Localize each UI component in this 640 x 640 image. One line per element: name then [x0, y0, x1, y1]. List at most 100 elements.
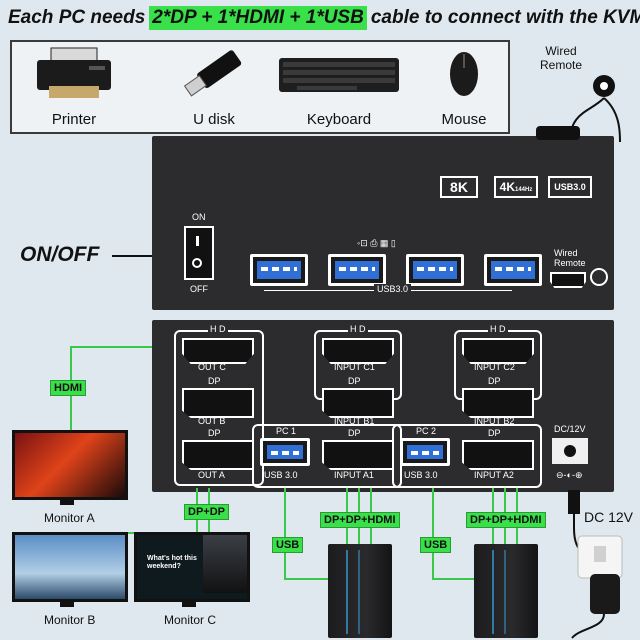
usb-pc2[interactable]	[400, 438, 450, 466]
hdmi-input-c2[interactable]	[462, 338, 534, 364]
power-adapter-icon	[568, 490, 623, 639]
badge-4k-text: 4K	[499, 180, 515, 194]
peripheral-label: Printer	[51, 111, 97, 128]
badge-usb30: USB3.0	[548, 176, 592, 198]
hdmi-input-c1[interactable]	[322, 338, 394, 364]
peripheral-label: U disk	[193, 111, 235, 128]
usb-port-3[interactable]	[406, 254, 464, 286]
input-a1-label: INPUT A1	[334, 470, 374, 480]
wired-remote-label: Wired Remote	[540, 44, 582, 72]
usb-line-pc1-h	[284, 578, 334, 580]
peripheral-u-disk: U disk	[162, 46, 266, 128]
monitor-c-stand	[182, 599, 196, 607]
monitor-c-label: Monitor C	[164, 613, 217, 627]
wired-remote-label-line1: Wired	[545, 44, 577, 58]
device-remote-line1: Wired	[554, 248, 578, 258]
dp-input-a1[interactable]	[322, 440, 394, 470]
dp-input-a2[interactable]	[462, 440, 534, 470]
pc2-group	[392, 424, 542, 488]
power-off-label: OFF	[190, 284, 208, 294]
input-b2-label: INPUT B2	[474, 416, 515, 426]
dp-label-b1: DP	[348, 376, 361, 386]
pc1-tower	[328, 544, 392, 638]
monitor-a-screen	[12, 430, 128, 500]
monitor-c-line1: What's hot this	[147, 555, 197, 562]
keyboard-icon	[279, 58, 399, 92]
out-b-label: OUT B	[198, 416, 226, 426]
usb-device-glyphs: ◦⊡ ⎙ ▦ ▯	[357, 238, 396, 248]
monitor-a-stand	[60, 497, 74, 505]
monitor-b-label: Monitor B	[44, 613, 96, 627]
usb30-pc1-label: USB 3.0	[264, 470, 298, 480]
usb-port-2[interactable]	[328, 254, 386, 286]
pc2-label: PC 2	[416, 426, 437, 436]
printer-icon	[37, 47, 111, 98]
dp-input-b1[interactable]	[322, 388, 394, 418]
dc-jack[interactable]	[552, 438, 588, 464]
out-a-label: OUT A	[198, 470, 225, 480]
hdmi-out-c[interactable]	[182, 338, 254, 364]
input-c1-label: INPUT C1	[334, 362, 375, 372]
dp-label-a1: DP	[348, 428, 361, 438]
headline-suffix: cable to connect with the KVM	[370, 7, 640, 28]
kvm-back-panel: H D OUT C DP OUT B DP OUT A H D INPUT C1…	[152, 320, 614, 492]
usb-line-pc2-h	[432, 578, 476, 580]
peripheral-label: Mouse	[441, 111, 487, 128]
usb-line-pc1	[284, 488, 286, 578]
wired-remote-label-line2: Remote	[540, 58, 583, 72]
usb30-pc2-label: USB 3.0	[404, 470, 438, 480]
onoff-label: ON/OFF	[20, 243, 100, 266]
dp-label-a2: DP	[488, 428, 501, 438]
input-b1-label: INPUT B1	[334, 416, 375, 426]
dp-out-a[interactable]	[182, 440, 254, 470]
usb-tag-pc1: USB	[272, 537, 304, 553]
headline-highlight: 2*DP + 1*HDMI + 1*USB	[149, 6, 367, 30]
dp-dp-tag: DP+DP	[184, 504, 229, 520]
monitor-c-headline: What's hot this weekend?	[147, 555, 197, 571]
usb-port-4[interactable]	[484, 254, 542, 286]
out-c-label: OUT C	[198, 362, 226, 372]
monitor-b-stand	[60, 599, 74, 607]
device-remote-label: Wired Remote	[554, 248, 586, 268]
remote-jack[interactable]	[590, 268, 608, 286]
peripheral-mouse: Mouse	[424, 46, 504, 128]
usb30-top-label: USB3.0	[374, 284, 412, 294]
kvm-top-panel: ON OFF 8K 8K 4K144Hz USB3.0 ◦⊡ ⎙ ▦ ▯ USB…	[152, 126, 614, 310]
badge-4k: 8K 4K144Hz	[494, 176, 538, 198]
monitor-c-line2: weekend?	[147, 563, 181, 570]
dp-label-b2: DP	[488, 376, 501, 386]
input-a2-label: INPUT A2	[474, 470, 514, 480]
dp-input-b2[interactable]	[462, 388, 534, 418]
usb-pc1[interactable]	[260, 438, 310, 466]
usb-tag-pc2: USB	[420, 537, 452, 553]
peripheral-keyboard: Keyboard	[274, 46, 404, 128]
dc-polarity-glyph: ⊖-◐-⊕	[556, 470, 583, 480]
monitor-b-screen	[12, 532, 128, 602]
input-c2-label: INPUT C2	[474, 362, 515, 372]
power-switch[interactable]	[184, 226, 214, 280]
mouse-icon	[450, 52, 478, 96]
monitor-c-screen: What's hot this weekend?	[134, 532, 250, 602]
peripheral-printer: Printer	[24, 46, 124, 128]
hdmi-line-h	[70, 346, 152, 348]
dc12v-label: DC 12V	[584, 509, 634, 525]
hd-label-pc1: H D	[348, 324, 368, 334]
peripheral-label: Keyboard	[306, 111, 372, 128]
dp-out-b[interactable]	[182, 388, 254, 418]
headline: Each PC needs 2*DP + 1*HDMI + 1*USB cabl…	[8, 4, 640, 32]
remote-port[interactable]	[550, 272, 586, 288]
usb-drive-icon	[183, 50, 242, 97]
power-on-label: ON	[192, 212, 206, 222]
dp-dp-hdmi-tag-pc1: DP+DP+HDMI	[320, 512, 400, 528]
remote-jack-top	[536, 126, 580, 140]
hd-label-pc2: H D	[488, 324, 508, 334]
pc1-label: PC 1	[276, 426, 297, 436]
pc2-tower	[474, 544, 538, 638]
usb-line-pc2	[432, 488, 434, 578]
usb-port-1[interactable]	[250, 254, 308, 286]
peripherals-panel: Printer U disk Keyboard Mouse	[10, 40, 510, 134]
dp-dp-hdmi-tag-pc2: DP+DP+HDMI	[466, 512, 546, 528]
headline-prefix: Each PC needs	[8, 7, 146, 28]
hdmi-tag: HDMI	[50, 380, 87, 396]
monitor-c-portrait	[203, 535, 247, 593]
